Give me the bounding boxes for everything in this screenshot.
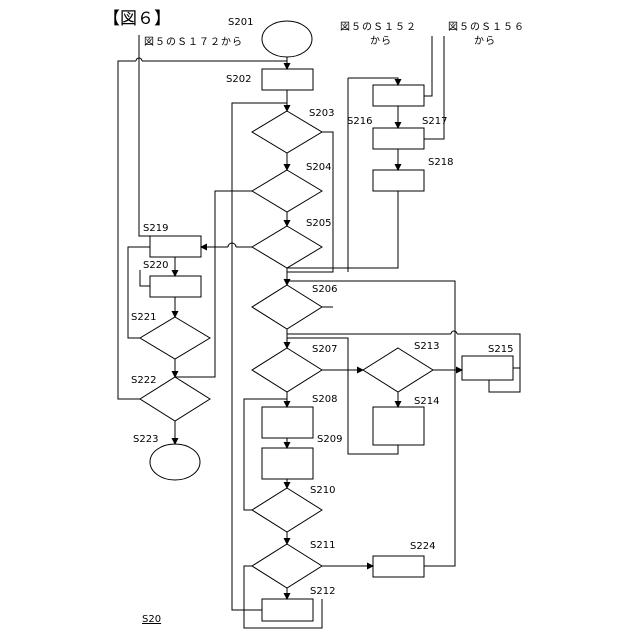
label-s201: S201: [228, 17, 253, 28]
label-s215: S215: [488, 344, 513, 355]
figure-title: 【図６】: [103, 9, 171, 29]
node-s221: [140, 317, 210, 359]
entry-from-s152-line2: から: [370, 35, 392, 47]
label-s220: S220: [143, 260, 168, 271]
label-s210: S210: [310, 485, 335, 496]
node-s209: [262, 448, 313, 479]
entry-from-s156-line1: 図５のＳ１５６: [448, 21, 525, 33]
entry-from-s152-line1: 図５のＳ１５２: [340, 21, 417, 33]
label-s205: S205: [306, 218, 331, 229]
node-s205: [252, 226, 322, 268]
node-s212: [262, 599, 313, 621]
label-s207: S207: [312, 344, 337, 355]
label-s212: S212: [310, 586, 335, 597]
node-s213: [363, 348, 433, 392]
node-s220: [150, 276, 201, 297]
label-s214: S214: [414, 396, 439, 407]
entry-from-s172: 図５のＳ１７２から: [144, 36, 243, 48]
node-s204: [252, 170, 322, 212]
node-s223: [150, 444, 200, 480]
label-s209: S209: [317, 434, 342, 445]
node-s202: [262, 69, 313, 90]
label-s216: S216: [347, 116, 372, 127]
label-s224: S224: [410, 541, 435, 552]
node-s215: [462, 356, 513, 380]
label-s223: S223: [133, 434, 158, 445]
label-s222: S222: [131, 375, 156, 386]
label-s204: S204: [306, 162, 331, 173]
label-s202: S202: [226, 74, 251, 85]
label-s203: S203: [309, 108, 334, 119]
entry-from-s156-line2: から: [474, 35, 496, 47]
label-s218: S218: [428, 157, 453, 168]
label-s217: S217: [422, 116, 447, 127]
node-s217: [373, 128, 424, 149]
node-s216: [373, 85, 424, 106]
node-s218: [373, 170, 424, 191]
node-s214: [373, 407, 424, 445]
node-s201: [262, 21, 312, 57]
label-s219: S219: [143, 223, 168, 234]
node-s219: [150, 236, 201, 257]
node-s224: [373, 556, 424, 577]
figure-code: S20: [142, 614, 161, 625]
label-s206: S206: [312, 284, 337, 295]
label-s208: S208: [312, 394, 337, 405]
node-s208: [262, 407, 313, 438]
label-s211: S211: [310, 540, 335, 551]
label-s213: S213: [414, 341, 439, 352]
label-s221: S221: [131, 312, 156, 323]
